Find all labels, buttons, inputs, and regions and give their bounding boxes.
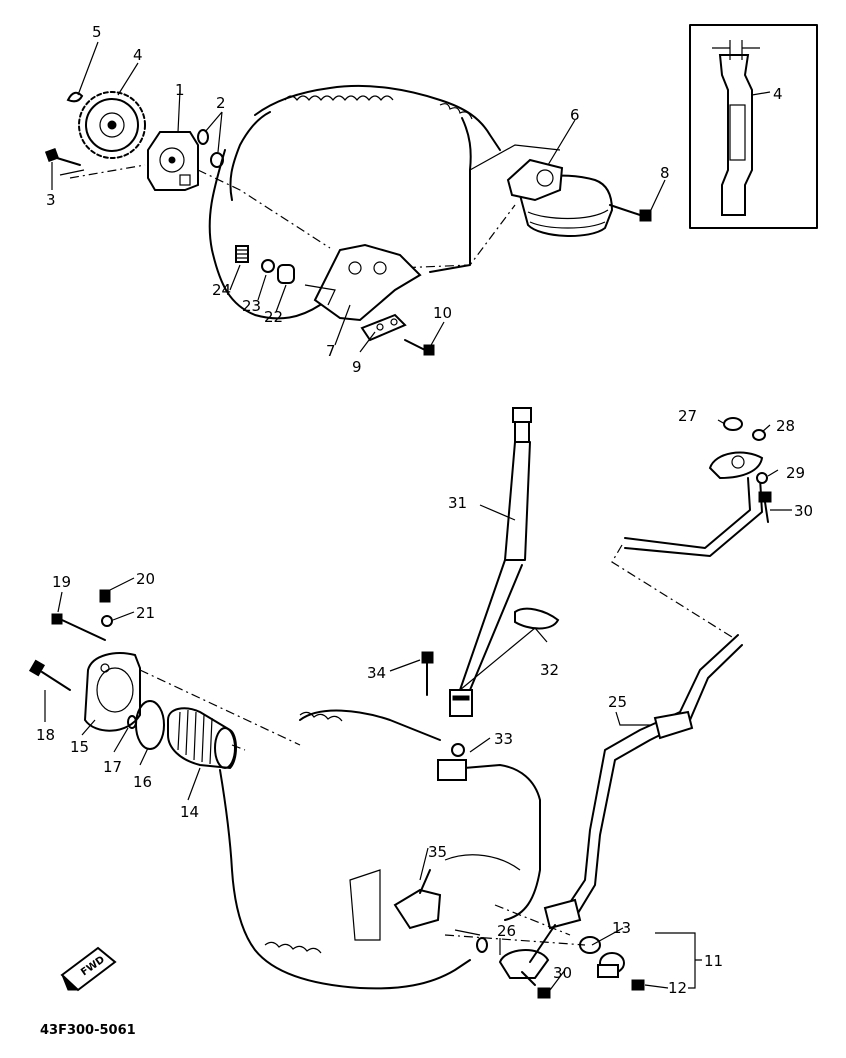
leader-lines-lower bbox=[44, 419, 792, 991]
part-label-3: 3 bbox=[46, 191, 56, 209]
part-label-4: 4 bbox=[133, 46, 143, 64]
crankcase-inner-line bbox=[469, 144, 561, 171]
part-label-35: 35 bbox=[428, 843, 447, 861]
oil-pump-drive-gear bbox=[78, 91, 146, 159]
part-label-2: 2 bbox=[216, 94, 226, 112]
forward-direction-marker: FWD bbox=[60, 946, 117, 992]
o-ring-16 bbox=[135, 700, 165, 750]
part-label-30-upper: 30 bbox=[794, 502, 813, 520]
bolt-30-lower bbox=[521, 971, 551, 999]
leader-lines-upper bbox=[51, 41, 666, 353]
crankcase-bumps bbox=[284, 95, 473, 120]
dowel-pin-24 bbox=[235, 245, 249, 263]
oil-pipe-bracket bbox=[304, 243, 422, 322]
gear-detail-inset bbox=[689, 24, 818, 229]
oil-filter-element bbox=[167, 707, 237, 770]
union-bolt-33 bbox=[437, 743, 467, 781]
o-ring-23 bbox=[261, 259, 275, 273]
part-label-17: 17 bbox=[103, 758, 122, 776]
part-label-11: 11 bbox=[704, 952, 723, 970]
o-ring-26-small bbox=[476, 937, 488, 953]
bolt-34 bbox=[421, 651, 434, 696]
circlip bbox=[66, 91, 84, 103]
part-label-34: 34 bbox=[367, 664, 386, 682]
crankcase-outline-lower bbox=[219, 709, 541, 990]
assembly-line-bolt bbox=[444, 904, 586, 946]
part-label-31: 31 bbox=[448, 494, 467, 512]
assembly-line-pump bbox=[69, 164, 331, 249]
oil-delivery-pipe-31 bbox=[449, 407, 532, 717]
part-label-9: 9 bbox=[352, 358, 362, 376]
collar-22 bbox=[277, 264, 295, 284]
washer-29 bbox=[756, 472, 768, 484]
oil-filter-cover bbox=[83, 652, 141, 732]
union-26 bbox=[498, 924, 556, 979]
washer-21 bbox=[101, 615, 113, 627]
part-label-7: 7 bbox=[326, 342, 336, 360]
crankcase-outline-upper bbox=[208, 84, 501, 320]
pipe-clamp-32 bbox=[514, 607, 560, 630]
part-label-25: 25 bbox=[608, 693, 627, 711]
part-label-21: 21 bbox=[136, 604, 155, 622]
assembly-line-filter bbox=[139, 669, 301, 751]
part-label-30-lower: 30 bbox=[553, 964, 572, 982]
part-label-28: 28 bbox=[776, 417, 795, 435]
bolt-18 bbox=[28, 659, 71, 691]
assembly-line-pipe bbox=[611, 544, 733, 638]
drawing-code: 43F300-5061 bbox=[40, 1023, 136, 1038]
bolt-19 bbox=[51, 613, 106, 641]
part-label-29: 29 bbox=[786, 464, 805, 482]
part-label-5: 5 bbox=[92, 23, 102, 41]
crankcase-lower-detail bbox=[264, 711, 521, 954]
o-ring-b bbox=[210, 152, 224, 168]
bolt-3 bbox=[44, 147, 81, 166]
gasket-27 bbox=[723, 417, 743, 431]
part-label-32: 32 bbox=[540, 661, 559, 679]
bolt-10 bbox=[404, 339, 435, 356]
o-ring-28 bbox=[752, 429, 766, 441]
o-ring-17 bbox=[127, 715, 137, 729]
part-label-16: 16 bbox=[133, 773, 152, 791]
oil-strainer bbox=[506, 158, 614, 237]
part-label-23: 23 bbox=[242, 297, 261, 315]
part-label-18: 18 bbox=[36, 726, 55, 744]
sensor-35 bbox=[393, 869, 442, 930]
part-label-10: 10 bbox=[433, 304, 452, 322]
part-label-4-inset: 4 bbox=[773, 85, 783, 103]
union-bolt-11 bbox=[597, 952, 625, 978]
part-label-20: 20 bbox=[136, 570, 155, 588]
part-label-27: 27 bbox=[678, 407, 697, 425]
bolt-8 bbox=[609, 204, 652, 222]
part-label-22: 22 bbox=[264, 308, 283, 326]
part-label-24: 24 bbox=[212, 281, 231, 299]
part-label-15: 15 bbox=[70, 738, 89, 756]
part-label-14: 14 bbox=[180, 803, 199, 821]
part-label-19: 19 bbox=[52, 573, 71, 591]
oil-pipe-25 bbox=[543, 634, 743, 930]
part-label-12: 12 bbox=[668, 979, 687, 997]
part-label-33: 33 bbox=[494, 730, 513, 748]
oil-pipe-union bbox=[624, 451, 764, 557]
part-label-6: 6 bbox=[570, 106, 580, 124]
bolt-30-upper bbox=[758, 491, 772, 523]
bolt-20 bbox=[99, 589, 111, 603]
part-label-26: 26 bbox=[497, 922, 516, 940]
part-label-1: 1 bbox=[175, 81, 185, 99]
part-label-13: 13 bbox=[612, 919, 631, 937]
o-ring-a bbox=[197, 129, 209, 145]
plate-9 bbox=[360, 313, 407, 342]
part-label-8: 8 bbox=[660, 164, 670, 182]
oil-pump-assembly bbox=[147, 131, 199, 191]
bolt-12 bbox=[631, 979, 645, 991]
